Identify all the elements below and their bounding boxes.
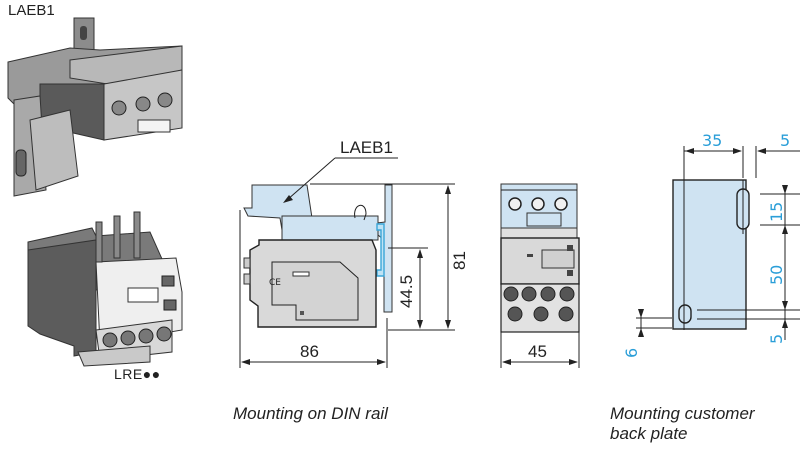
back-plate-caption: Mounting customer back plate: [610, 404, 800, 444]
dim-horizontal-35: 35: [702, 131, 722, 150]
din-rail-caption: Mounting on DIN rail: [233, 404, 388, 423]
dim-edge-5: 5: [780, 131, 790, 150]
back-plate-caption-line2: back plate: [610, 424, 688, 443]
dim-height-44-5: 44.5: [397, 275, 416, 308]
svg-text:CE: CE: [269, 278, 281, 288]
dim-vertical-50: 50: [767, 265, 786, 285]
dim-width-86: 86: [300, 342, 319, 361]
lre-product-label: LRE●●: [114, 366, 161, 382]
laeb1-accessory-illustration: [7, 17, 183, 197]
dim-height-81: 81: [450, 251, 469, 270]
dim-slot-15: 15: [767, 202, 786, 222]
din-rail-side-view: CE: [239, 157, 455, 368]
dim-hole-6: 6: [622, 348, 641, 358]
dim-bottom-5: 5: [767, 334, 786, 344]
laeb1-product-label: LAEB1: [8, 2, 55, 19]
dim-front-width-45: 45: [528, 342, 547, 361]
back-plate-caption-line1: Mounting customer: [610, 404, 755, 423]
back-plate-drawing: [636, 146, 800, 340]
lre-relay-illustration: [27, 211, 183, 367]
din-rail-front-view: [500, 183, 580, 368]
laeb1-callout-label: LAEB1: [340, 138, 393, 157]
